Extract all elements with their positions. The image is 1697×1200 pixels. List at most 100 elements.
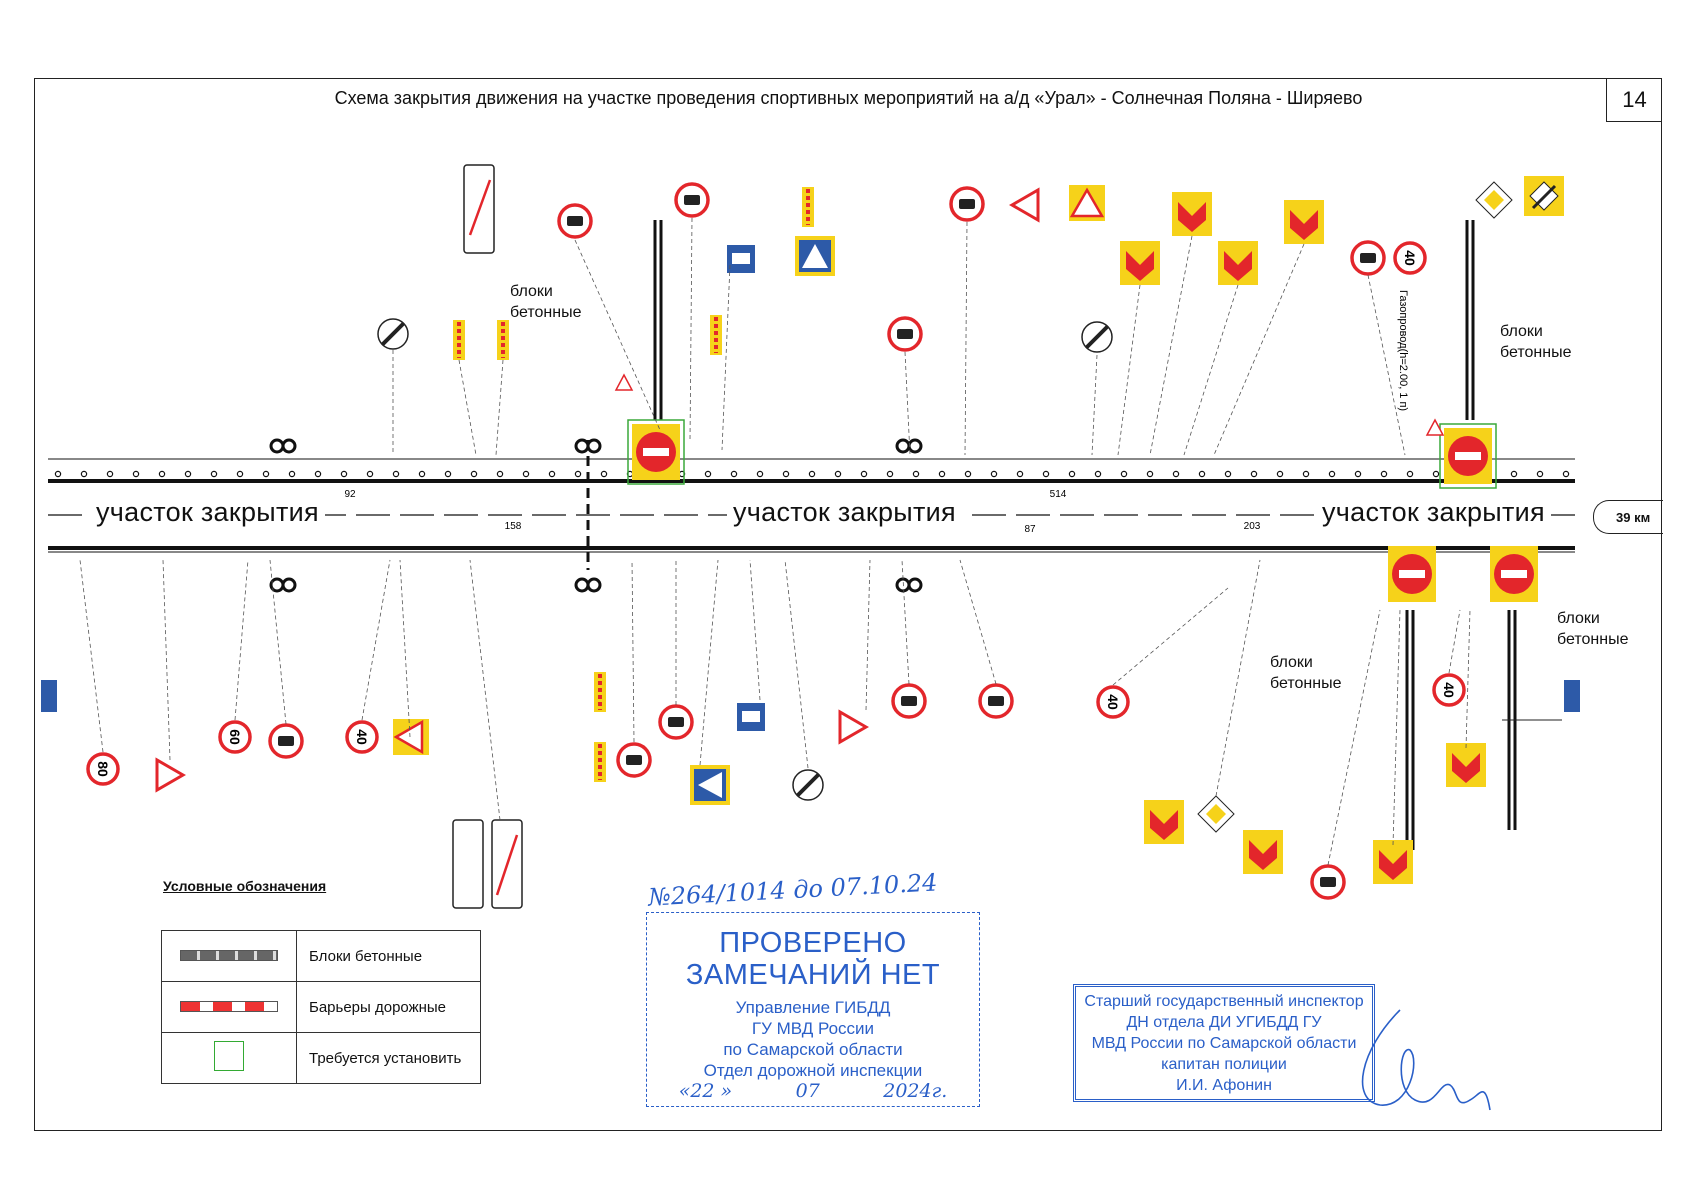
- delineator-dot: [158, 470, 166, 478]
- delineator-dot: [886, 470, 894, 478]
- leader-line: [1327, 609, 1381, 866]
- warning-signs: [155, 187, 1445, 793]
- delineator-dot: [808, 470, 816, 478]
- chevron-arrow-icon: [1379, 850, 1407, 880]
- delineator-dot: [444, 470, 452, 478]
- light-pole-icon: [574, 577, 590, 593]
- delineator-dot: [522, 470, 530, 478]
- km-marker: 39 км: [1593, 500, 1663, 534]
- light-pole-icon: [574, 438, 590, 454]
- speed-limit-40: 40: [1096, 685, 1130, 719]
- inspector-line: капитан полиции: [1161, 1056, 1287, 1073]
- leader-lines: [79, 217, 1471, 866]
- signature: [1361, 1009, 1491, 1111]
- light-pole-icon: [586, 577, 602, 593]
- inspector-line: МВД России по Самарской области: [1091, 1035, 1357, 1052]
- svg-text:40: 40: [354, 729, 370, 745]
- delineator-dot: [132, 470, 140, 478]
- leader-line: [495, 359, 504, 456]
- stamp-line: ПРОВЕРЕНО: [719, 927, 907, 959]
- leader-line: [1112, 587, 1229, 686]
- vehicle-glyph-icon: [567, 216, 583, 226]
- vehicle-glyph-icon: [897, 329, 913, 339]
- leader-line: [1465, 609, 1471, 749]
- stamp-text: по Самарской области: [723, 1040, 903, 1059]
- delineator-dot: [1094, 470, 1102, 478]
- delineator-dot: [704, 470, 712, 478]
- delineator-dot: [1380, 470, 1388, 478]
- end-restriction-signs: [377, 318, 1113, 801]
- concrete-blocks-symbol: [180, 949, 278, 961]
- delineator-dot: [1198, 470, 1206, 478]
- light-pole-icon: [281, 577, 297, 593]
- leader-line: [721, 264, 731, 451]
- leader-line: [1448, 609, 1461, 674]
- leader-line: [469, 559, 501, 821]
- street-light-poles: [269, 438, 923, 593]
- install-required-symbol: [214, 1041, 244, 1071]
- leader-line: [699, 559, 719, 766]
- delineator-dot: [54, 470, 62, 478]
- dimension-label: 158: [505, 521, 522, 532]
- leader-line: [904, 351, 911, 456]
- vehicle-glyph-icon: [668, 717, 684, 727]
- legend-row: Барьеры дорожные: [161, 981, 481, 1033]
- delineator-dot: [990, 470, 998, 478]
- leader-line: [574, 239, 661, 431]
- chevron-arrow-icon: [1290, 210, 1318, 240]
- delineator-dot: [1224, 470, 1232, 478]
- delineator-dot: [782, 470, 790, 478]
- chevron-arrow-icon: [1452, 753, 1480, 783]
- delineator-dot: [236, 470, 244, 478]
- leader-line: [964, 221, 968, 456]
- delineator-dot: [470, 470, 478, 478]
- delineator-dot: [288, 470, 296, 478]
- priority-road-signs: [1197, 176, 1564, 833]
- delineator-dot: [1328, 470, 1336, 478]
- end-restriction-icon: [1081, 321, 1113, 353]
- chevron-arrow-icon: [1249, 840, 1277, 870]
- svg-text:40: 40: [1441, 682, 1457, 698]
- vehicle-glyph-icon: [1320, 877, 1336, 887]
- delineator-dot: [1302, 470, 1310, 478]
- inspector-line: Старший государственный инспектор: [1084, 993, 1364, 1010]
- legend-row: Требуется установить: [161, 1032, 481, 1084]
- dimensions: 158 87 203 514 92: [344, 489, 1260, 535]
- delineator-dot: [1510, 470, 1518, 478]
- speed-limit-60: 60: [218, 720, 252, 754]
- stamp-year: 2024г.: [883, 1080, 948, 1102]
- prohibitory-signs: [268, 182, 1386, 900]
- delineator-dot: [184, 470, 192, 478]
- pedestrian-warning-signs: [393, 185, 1105, 755]
- delineator-dot: [938, 470, 946, 478]
- leader-line: [1392, 609, 1401, 846]
- chevron-arrow-icon: [1178, 202, 1206, 232]
- dimension-label: 514: [1050, 489, 1067, 500]
- light-pole-icon: [281, 438, 297, 454]
- stamp-text: Отдел дорожной инспекции: [703, 1061, 923, 1080]
- svg-text:80: 80: [95, 761, 111, 777]
- delineator-dot: [1172, 470, 1180, 478]
- children-warning-icon: [393, 719, 429, 755]
- delineator-dot: [912, 470, 920, 478]
- warning-triangle-icon: [1425, 418, 1445, 436]
- delineator-dot: [548, 470, 556, 478]
- bus-stop-icon: [727, 245, 755, 273]
- delineator-dot: [1406, 470, 1414, 478]
- warning-triangle-icon: [614, 373, 634, 391]
- stamp-text: Управление ГИБДД: [735, 998, 891, 1017]
- leader-line: [959, 559, 997, 685]
- vehicle-glyph-icon: [988, 696, 1004, 706]
- delineator-dot: [392, 470, 400, 478]
- end-restriction-icon: [377, 318, 409, 350]
- stamp-day: «22 »: [678, 1080, 733, 1102]
- leader-line: [361, 559, 391, 721]
- concrete-blocks-label: блоки бетонные: [510, 283, 582, 321]
- dimension-label: 87: [1024, 524, 1036, 535]
- inspector-stamp: Старший государственный инспектор ДН отд…: [1073, 984, 1375, 1102]
- approval-stamp: ПРОВЕРЕНО ЗАМЕЧАНИЙ НЕТ Управление ГИБДД…: [646, 912, 980, 1107]
- concrete-blocks-label: блоки бетонные: [1270, 654, 1342, 692]
- chevron-signs: [453, 187, 1486, 884]
- km-post-icon: [1564, 680, 1580, 712]
